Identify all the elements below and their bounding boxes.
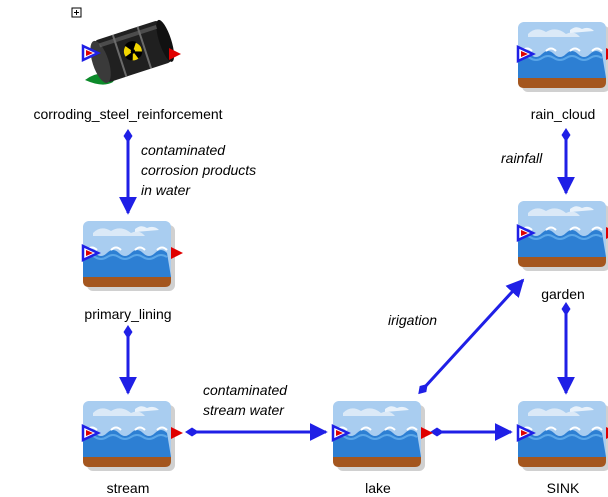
edge-start-diamond	[123, 325, 133, 339]
edge-rain-garden[interactable]	[557, 128, 575, 195]
node-label: SINK	[547, 480, 580, 496]
edge-start-diamond	[418, 383, 428, 395]
cell-icon	[81, 221, 183, 291]
node-label: stream	[107, 480, 150, 496]
cell-icon	[516, 201, 608, 271]
edge-lake-sink[interactable]	[430, 423, 513, 441]
edge-start-diamond	[561, 128, 571, 142]
node-stream[interactable]: stream	[81, 401, 183, 496]
node-sink[interactable]: SINK	[516, 401, 608, 496]
edges-layer	[119, 128, 575, 441]
edge-start-diamond	[430, 427, 444, 437]
plus-box-icon[interactable]	[71, 7, 82, 18]
nodes-layer: corroding_steel_reinforcement primary_lin…	[33, 7, 608, 496]
edge-lake-garden[interactable]	[418, 278, 525, 395]
node-label: garden	[541, 286, 585, 302]
cell-icon	[331, 401, 433, 471]
node-label: primary_lining	[84, 306, 171, 322]
edge-start-diamond	[185, 427, 199, 437]
cell-icon	[516, 22, 608, 92]
edge-line	[421, 278, 525, 391]
node-label: lake	[365, 480, 391, 496]
node-lake[interactable]: lake	[331, 401, 433, 496]
edge-garden-sink[interactable]	[557, 302, 575, 395]
edge-primary-stream[interactable]	[119, 325, 137, 395]
edge-label: rainfall	[501, 150, 543, 166]
edge-label: irigation	[388, 312, 437, 328]
edge-corr-primary[interactable]	[119, 129, 137, 215]
edge-start-diamond	[123, 129, 133, 143]
node-label: corroding_steel_reinforcement	[33, 106, 222, 122]
edge-stream-lake[interactable]	[185, 423, 328, 441]
node-corroding[interactable]: corroding_steel_reinforcement	[33, 7, 223, 122]
node-label: rain_cloud	[531, 106, 596, 122]
node-garden[interactable]: garden	[516, 201, 608, 302]
node-rain[interactable]: rain_cloud	[516, 22, 608, 122]
node-primary[interactable]: primary_lining	[81, 221, 183, 322]
cell-icon	[516, 401, 608, 471]
edge-start-diamond	[561, 302, 571, 316]
barrel-icon	[81, 19, 181, 85]
cell-icon	[81, 401, 183, 471]
